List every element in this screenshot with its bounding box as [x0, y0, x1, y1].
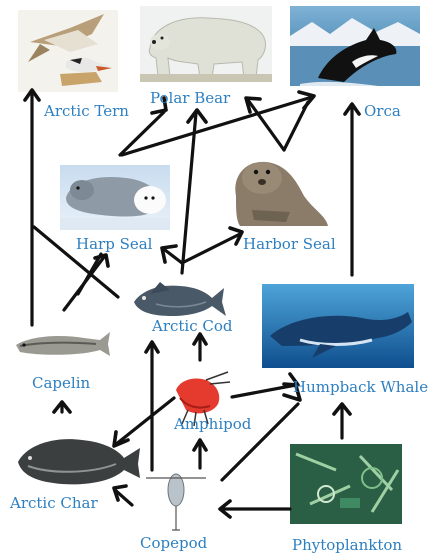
- label-copepod: Copepod: [140, 535, 207, 552]
- label-orca: Orca: [364, 103, 401, 120]
- label-harp-seal: Harp Seal: [76, 236, 152, 253]
- arctic-char-image: [18, 439, 140, 484]
- arrow-arctic-cod-to-harp-seal-left: [78, 254, 101, 294]
- label-amphipod: Amphipod: [174, 416, 251, 433]
- polar-bear-image: [140, 6, 272, 82]
- label-arctic-cod: Arctic Cod: [152, 318, 233, 335]
- arrow-arctic-cod-to-harbor-seal: [182, 234, 240, 263]
- arctic-tern-image: [18, 10, 118, 92]
- harp-seal-image: [60, 165, 170, 230]
- label-capelin: Capelin: [32, 375, 90, 392]
- arctic-cod-image: [134, 282, 226, 316]
- phytoplankton-image: [290, 444, 402, 524]
- label-arctic-tern: Arctic Tern: [44, 103, 129, 120]
- label-arctic-char: Arctic Char: [10, 495, 98, 512]
- orca-image: [290, 6, 420, 86]
- humpback-whale-image: [262, 284, 414, 368]
- arrow-arctic-cod-to-harp-seal: [165, 250, 182, 263]
- label-harbor-seal: Harbor Seal: [243, 236, 336, 253]
- label-phytoplankton: Phytoplankton: [292, 537, 402, 554]
- harbor-seal-image: [222, 152, 332, 228]
- arrow-amphipod-to-arctic-char: [115, 398, 174, 445]
- capelin-image: [16, 332, 110, 356]
- copepod-image: [146, 474, 206, 530]
- label-humpback-whale: Humpback Whale: [293, 379, 428, 396]
- label-polar-bear: Polar Bear: [150, 90, 230, 107]
